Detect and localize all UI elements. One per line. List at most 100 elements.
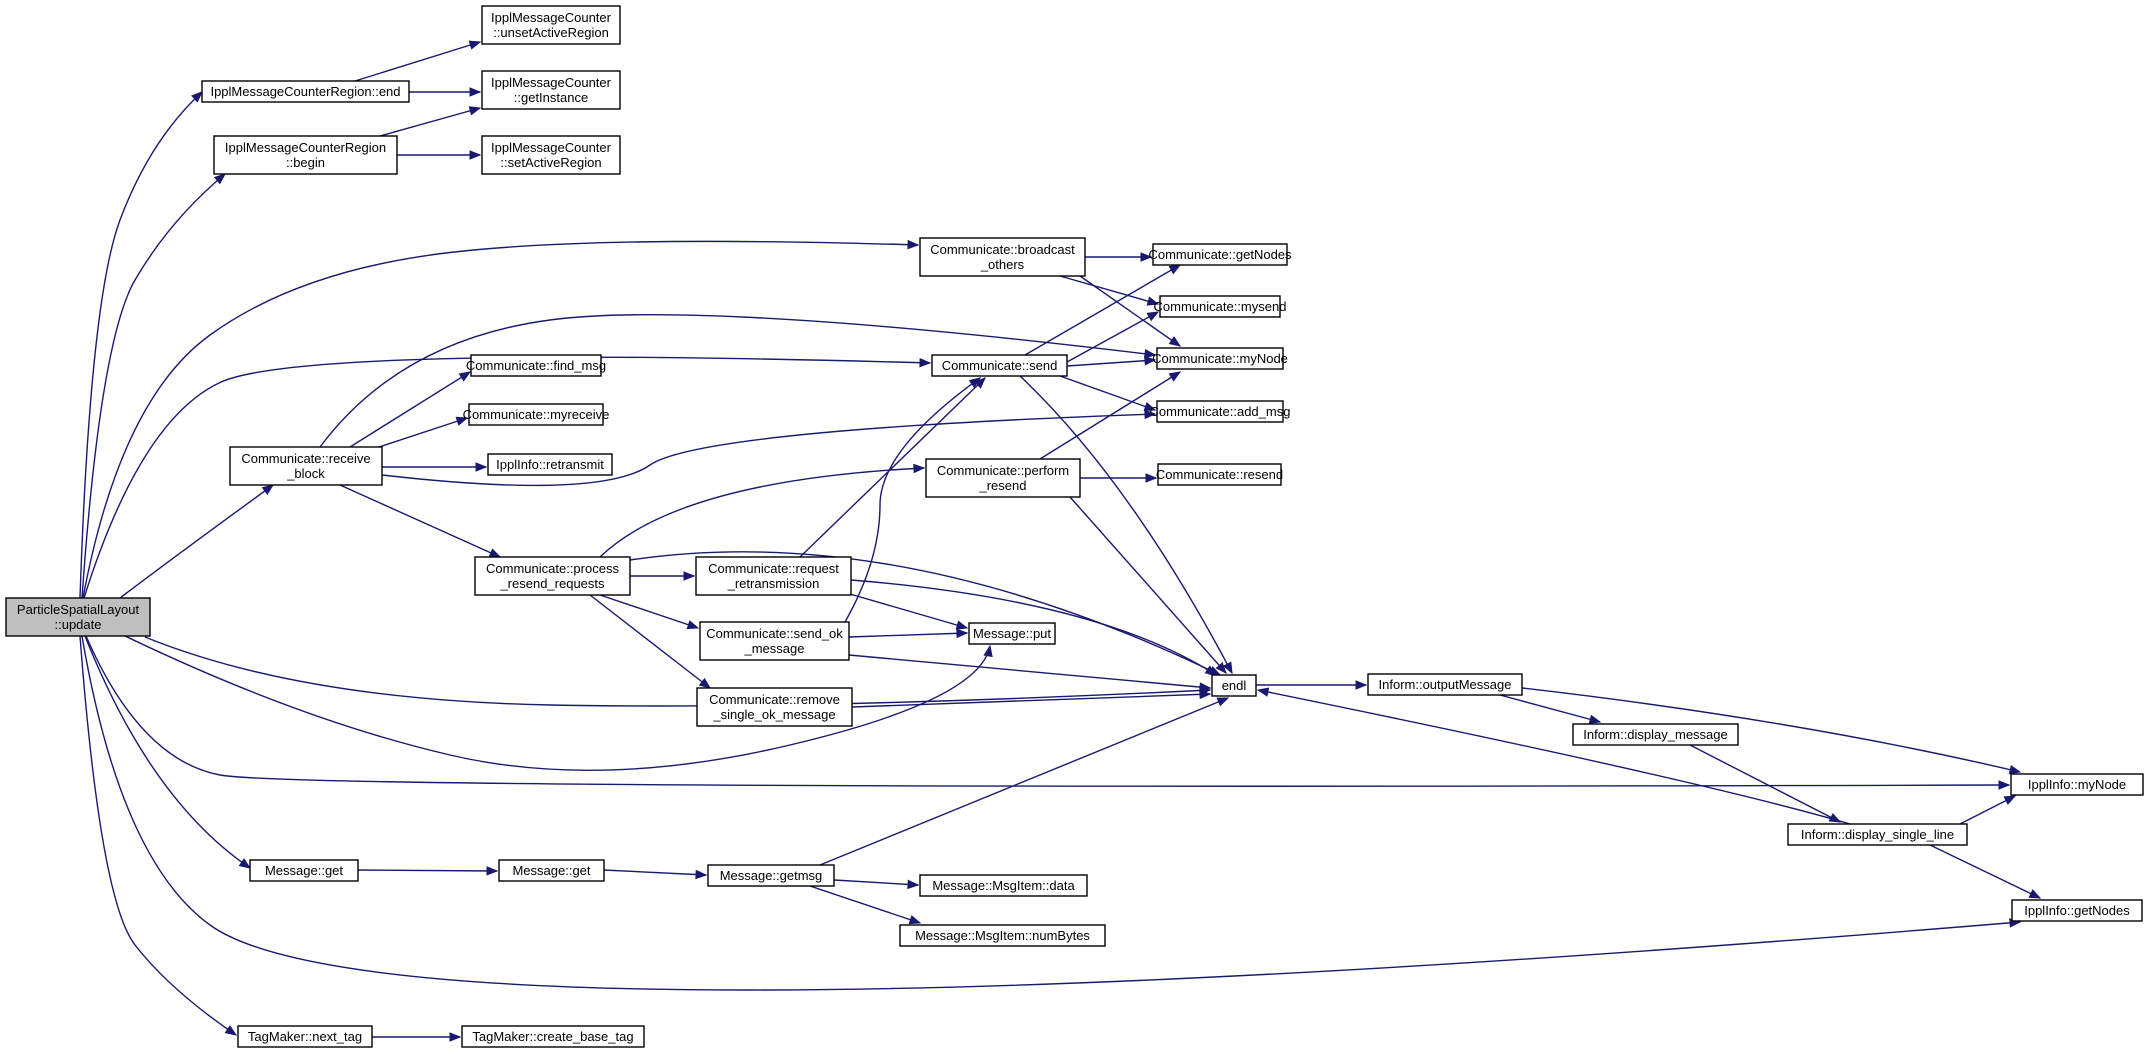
node-label: _others [980, 257, 1025, 272]
edge-root-to-endl [144, 636, 1212, 707]
node-c-send[interactable]: Communicate::send [931, 354, 1068, 377]
node-label: Inform::display_message [1583, 727, 1728, 742]
arrowhead-icon [191, 91, 203, 103]
arrowhead-icon [1199, 689, 1212, 700]
node-m-get2[interactable]: Message::get [498, 859, 605, 882]
node-box [229, 446, 383, 486]
node-c-findmsg[interactable]: Communicate::find_msg [466, 354, 606, 377]
arrowhead-icon [486, 866, 499, 876]
node-label: Message::MsgItem::data [932, 878, 1075, 893]
node-root[interactable]: ParticleSpatialLayout::update [5, 597, 151, 637]
node-c-mysend[interactable]: Communicate::mysend [1154, 295, 1287, 318]
node-label: ::setActiveRegion [500, 155, 601, 170]
edge-c_process-to-c_remove [589, 594, 712, 689]
edge-c_process-to-c_perform [599, 463, 926, 558]
edge-inf_output-to-inf_display [1499, 694, 1602, 724]
node-label: Inform::display_single_line [1801, 827, 1954, 842]
edge-c_recv-to-c_mynode [319, 313, 1157, 448]
arrowhead-icon [468, 106, 482, 116]
node-mc-getinst[interactable]: IpplMessageCounter::getInstance [481, 70, 621, 110]
node-c-resend[interactable]: Communicate::resend [1156, 463, 1283, 486]
node-tm-create[interactable]: TagMaker::create_base_tag [461, 1025, 645, 1048]
node-label: Communicate::myNode [1152, 351, 1288, 366]
node-ii-retransmit[interactable]: IpplInfo::retransmit [487, 453, 613, 476]
node-c-mynode[interactable]: Communicate::myNode [1152, 347, 1288, 370]
node-label: Communicate::process [486, 561, 619, 576]
node-label: Communicate::mysend [1154, 299, 1287, 314]
arrowhead-icon [1146, 311, 1160, 322]
edge-c_sendok-to-m_put [848, 628, 969, 639]
node-c-sendok[interactable]: Communicate::send_ok_message [699, 621, 850, 661]
node-inf-output[interactable]: Inform::outputMessage [1367, 673, 1523, 696]
node-label: Communicate::resend [1156, 467, 1283, 482]
arrowhead-icon [1222, 661, 1233, 675]
arrowhead-icon [686, 620, 700, 630]
node-box [461, 1025, 645, 1048]
edge-m_getmsg-to-endl [819, 697, 1230, 866]
edge-c_perform-to-c_mynode [1039, 371, 1182, 460]
node-m-getmsg[interactable]: Message::getmsg [707, 864, 835, 887]
arrowhead-icon [469, 150, 482, 160]
node-box [470, 354, 602, 377]
edge-m_get1-to-m_get2 [357, 866, 499, 876]
node-label: Communicate::find_msg [466, 358, 606, 373]
node-m-get1[interactable]: Message::get [249, 859, 359, 882]
node-tm-next[interactable]: TagMaker::next_tag [237, 1025, 373, 1048]
arrowhead-icon [907, 879, 920, 890]
node-c-addmsg[interactable]: Communicate::add_msg [1150, 400, 1291, 423]
arrowhead-icon [968, 377, 982, 388]
node-mc-set[interactable]: IpplMessageCounter::setActiveRegion [481, 135, 621, 175]
node-label: TagMaker::next_tag [248, 1029, 362, 1044]
arrowhead-icon [455, 416, 469, 426]
node-label: Communicate::request [708, 561, 839, 576]
node-box [1211, 674, 1257, 697]
node-inf-single[interactable]: Inform::display_single_line [1787, 823, 1968, 846]
arrowhead-icon [913, 463, 926, 474]
arrowhead-icon [1144, 409, 1157, 420]
arrowhead-icon [1168, 264, 1182, 275]
node-label: Communicate::add_msg [1150, 404, 1291, 419]
arrowhead-icon [983, 644, 993, 658]
node-box [487, 453, 613, 476]
arrowhead-icon [1256, 687, 1270, 697]
node-ii-getnodes[interactable]: IpplInfo::getNodes [2011, 899, 2143, 922]
node-box [696, 687, 853, 727]
edge-root-to-ii_mynode [85, 635, 2011, 790]
node-inf-display[interactable]: Inform::display_message [1572, 723, 1739, 746]
edge-c_process-to-c_reqretrans [630, 571, 696, 581]
arrowhead-icon [213, 173, 227, 185]
node-label: ::getInstance [514, 90, 588, 105]
node-m-put[interactable]: Message::put [968, 622, 1056, 645]
arrowhead-icon [238, 858, 252, 869]
arrowhead-icon [1998, 780, 2011, 790]
edge-c_perform-to-endl [1069, 496, 1227, 675]
node-ii-mynode[interactable]: IpplInfo::myNode [2010, 773, 2144, 796]
node-c-reqretrans[interactable]: Communicate::request_retransmission [695, 556, 852, 596]
node-c-remove[interactable]: Communicate::remove_single_ok_message [696, 687, 853, 727]
arrowhead-icon [458, 371, 472, 382]
node-c-perform[interactable]: Communicate::perform_resend [925, 458, 1081, 498]
node-label: IpplMessageCounterRegion::end [210, 84, 400, 99]
edge-c_reqretrans-to-c_send [799, 377, 986, 558]
node-label: Communicate::receive [241, 451, 370, 466]
node-endl[interactable]: endl [1211, 674, 1257, 697]
node-c-process[interactable]: Communicate::process_resend_requests [474, 556, 631, 596]
arrowhead-icon [1199, 682, 1212, 692]
node-box [249, 859, 359, 882]
node-label: Communicate::send_ok [706, 626, 843, 641]
node-mi-data[interactable]: Message::MsgItem::data [919, 874, 1088, 897]
node-box [1157, 463, 1282, 486]
node-mcr-end[interactable]: IpplMessageCounterRegion::end [201, 80, 410, 103]
node-c-myreceive[interactable]: Communicate::myreceive [463, 403, 610, 426]
node-mcr-begin[interactable]: IpplMessageCounterRegion::begin [213, 135, 398, 175]
node-label: Communicate::remove [709, 692, 840, 707]
node-box [474, 556, 631, 596]
edge-endl-to-inf_output [1256, 680, 1368, 690]
node-c-getnodes[interactable]: Communicate::getNodes [1148, 243, 1292, 266]
node-label: ::begin [286, 155, 325, 170]
node-c-recv[interactable]: Communicate::receive_block [229, 446, 383, 486]
node-mi-numbytes[interactable]: Message::MsgItem::numBytes [899, 924, 1106, 947]
node-c-bcast[interactable]: Communicate::broadcast_others [919, 237, 1086, 277]
node-mc-unset[interactable]: IpplMessageCounter::unsetActiveRegion [481, 5, 621, 45]
